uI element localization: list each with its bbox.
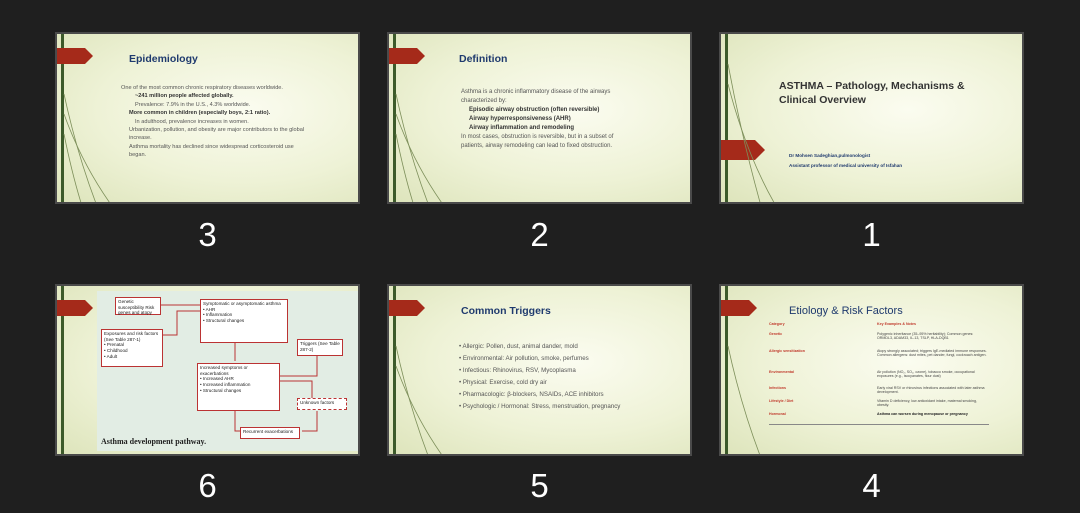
diagram-caption: Asthma development pathway. — [101, 437, 207, 446]
slide-body: Asthma is a chronic inflammatory disease… — [461, 88, 613, 151]
increased-item: • Structural changes — [200, 387, 242, 393]
slide-decoration — [57, 286, 93, 454]
diagram-arrows — [149, 304, 337, 432]
slide-title: Etiology & Risk Factors — [789, 305, 903, 317]
exposures-label: Exposures and risk factors (See Table 28… — [104, 331, 159, 342]
line: • Pharmacologic: β-blockers, NSAIDs, ACE… — [459, 391, 604, 399]
line: Urbanization, pollution, and obesity are… — [129, 126, 305, 133]
exposure-item: • Prenatal — [104, 342, 125, 348]
symptomatic-item: • Structural changes — [203, 318, 245, 324]
slide-number: 6 — [198, 467, 217, 504]
slide-thumbnail-2[interactable]: Definition Asthma is a chronic inflammat… — [387, 32, 692, 204]
symptomatic-box: Symptomatic or asymptomatic asthma • AHR… — [200, 299, 288, 343]
slide-decoration — [721, 34, 775, 202]
increased-label: Increased symptoms or exacerbations — [200, 365, 248, 376]
slide-decoration — [389, 34, 442, 202]
line: Asthma mortality has declined since wide… — [129, 143, 294, 150]
slide-number: 2 — [530, 216, 549, 253]
slide-thumbnail-5[interactable]: Common Triggers • Allergic: Pollen, dust… — [387, 284, 692, 456]
genetic-box: Genetic susceptibility Risk genes and at… — [115, 297, 161, 315]
line: • Infectious: Rhinovirus, RSV, Mycoplasm… — [459, 367, 576, 375]
header-cell: Key Examples & Notes — [877, 322, 916, 326]
author: Dr Mohsen Sadeghian,pulmonologist — [789, 153, 871, 158]
affiliation: Assistant professor of medical universit… — [789, 163, 903, 168]
symptomatic-item: • Inflammation — [203, 312, 233, 318]
line: Airway hyperresponsiveness (AHR) — [469, 116, 571, 122]
slide-number: 1 — [862, 216, 881, 253]
slide-title: ASTHMA – Pathology, Mechanisms & Clinica… — [779, 80, 965, 106]
line: Asthma is a chronic inflammatory disease… — [461, 89, 611, 95]
slide-body: • Allergic: Pollen, dust, animal dander,… — [459, 341, 620, 414]
line: • Psychologic / Hormonal: Stress, menstr… — [459, 403, 621, 411]
symptomatic-label: Symptomatic or asymptomatic asthma — [203, 301, 281, 306]
slide-number: 4 — [862, 467, 881, 504]
line: Prevalence: 7.9% in the U.S., 4.3% world… — [135, 101, 251, 108]
line: More common in children (especially boys… — [129, 110, 271, 117]
line: • Environmental: Air pollution, smoke, p… — [459, 355, 589, 363]
slide-number: 3 — [198, 216, 217, 253]
slide-body: One of the most common chronic respirato… — [121, 84, 304, 160]
triggers-box: Triggers (See Table 287-2) — [297, 339, 343, 356]
exposure-item: • Childhood — [104, 348, 128, 354]
line: characterized by: — [461, 98, 507, 104]
recurrent-box: Recurrent exacerbations — [240, 427, 300, 439]
line: Episodic airway obstruction (often rever… — [469, 107, 600, 113]
line: • Allergic: Pollen, dust, animal dander,… — [459, 343, 578, 350]
slide-decoration — [57, 34, 110, 202]
table-header: Category Key Examples & Notes — [769, 322, 989, 332]
slide-thumbnail-4[interactable]: Etiology & Risk Factors Category Key Exa… — [719, 284, 1024, 456]
line: Airway inflammation and remodeling — [469, 125, 575, 131]
header-cell: Category — [769, 322, 785, 326]
line: • Physical: Exercise, cold dry air — [459, 379, 547, 387]
increased-item: • Increased inflammation — [200, 382, 251, 388]
slide-thumbnail-6[interactable]: Genetic susceptibility Risk genes and at… — [55, 284, 360, 456]
line: began. — [129, 152, 147, 159]
pathway-diagram: Genetic susceptibility Risk genes and at… — [97, 291, 358, 451]
slide-title: Common Triggers — [461, 305, 551, 317]
slide-number: 5 — [530, 467, 549, 504]
slide-title: Definition — [459, 53, 508, 65]
increased-box: Increased symptoms or exacerbations • In… — [197, 363, 280, 411]
slide-decoration — [721, 286, 760, 454]
exposure-item: • Adult — [104, 353, 118, 359]
line: In most cases, obstruction is reversible… — [461, 134, 614, 140]
slide-title: Epidemiology — [129, 53, 198, 65]
line: ~241 million people affected globally. — [135, 93, 234, 100]
line: One of the most common chronic respirato… — [121, 85, 283, 91]
symptomatic-item: • AHR — [203, 306, 216, 312]
increased-item: • Increased AHR — [200, 376, 234, 382]
line: increase. — [129, 135, 152, 142]
line: patients, airway remodeling can lead to … — [461, 143, 613, 149]
exposures-box: Exposures and risk factors (See Table 28… — [101, 329, 163, 367]
slide-thumbnail-3[interactable]: Epidemiology One of the most common chro… — [55, 32, 360, 204]
slide-decoration — [389, 286, 442, 454]
unknown-box: Unknown factors — [297, 398, 347, 410]
slide-thumbnail-1[interactable]: ASTHMA – Pathology, Mechanisms & Clinica… — [719, 32, 1024, 204]
line: In adulthood, prevalence increases in wo… — [135, 118, 249, 125]
